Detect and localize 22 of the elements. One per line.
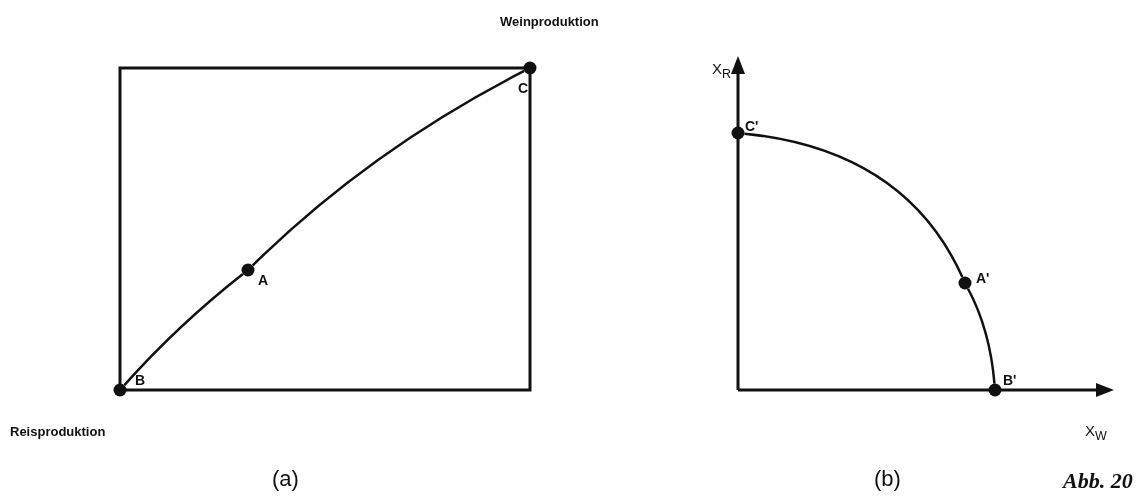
point-dot bbox=[241, 263, 255, 277]
curve bbox=[251, 69, 525, 267]
point-dot bbox=[113, 383, 127, 397]
point-label: A bbox=[258, 272, 269, 288]
point-dot bbox=[731, 126, 745, 140]
curve bbox=[744, 132, 964, 278]
point-dot bbox=[988, 383, 1002, 397]
text-label: (b) bbox=[874, 466, 901, 492]
text-label: (a) bbox=[272, 466, 299, 492]
axis-caption: Reisproduktion bbox=[10, 424, 106, 439]
point-dot bbox=[523, 61, 537, 75]
axis-caption: Weinproduktion bbox=[500, 14, 599, 29]
point-label: A' bbox=[976, 270, 990, 286]
point-label: C bbox=[518, 80, 529, 96]
text-label: X$_{W}$ bbox=[1085, 422, 1107, 443]
point-label: C' bbox=[745, 118, 759, 134]
point-dot bbox=[958, 276, 972, 290]
curve bbox=[966, 288, 996, 384]
text-label: X$_{R}$ bbox=[712, 60, 732, 81]
point-label: B bbox=[135, 372, 146, 388]
point-label: B' bbox=[1003, 372, 1017, 388]
text-label: Abb. 20 bbox=[1063, 468, 1133, 494]
